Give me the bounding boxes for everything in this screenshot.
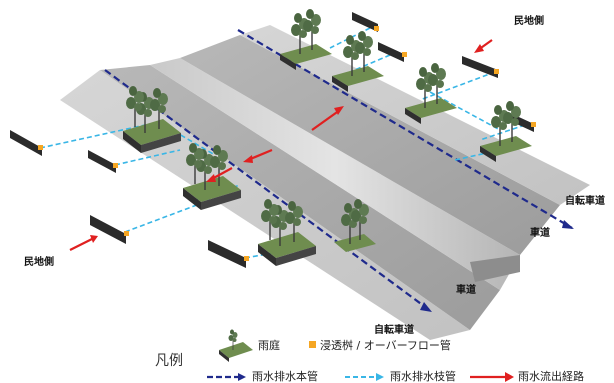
runoff-arrows xyxy=(69,39,493,251)
legend-basin-icon xyxy=(309,341,316,348)
roadway-far xyxy=(180,35,560,255)
legend-main-pipe-icon xyxy=(207,373,246,381)
infiltration-basins xyxy=(38,26,536,261)
legend-title: 凡例 xyxy=(155,353,183,369)
legend-branch-pipe-icon xyxy=(345,373,384,381)
label-roadway-far: 車道 xyxy=(530,228,550,239)
main-pipe-far xyxy=(237,29,573,229)
label-bike-lane-near: 自転車道 xyxy=(374,325,414,336)
legend-main-pipe-label: 雨水排水本管 xyxy=(252,370,318,383)
median xyxy=(150,58,520,290)
label-resident-side-right: 民地側 xyxy=(514,16,544,27)
label-resident-side-left: 民地側 xyxy=(24,257,54,268)
legend-branch-pipe-label: 雨水排水枝管 xyxy=(390,370,456,383)
roadway-near xyxy=(100,65,500,330)
legend-basin-label: 浸透桝 / オーバーフロー管 xyxy=(320,339,451,352)
label-bike-lane-far: 自転車道 xyxy=(565,196,605,207)
rain-gardens xyxy=(123,8,532,266)
label-roadway-near: 車道 xyxy=(456,285,476,296)
legend-rain-garden-icon xyxy=(219,329,253,362)
main-pipe-far-arrowhead xyxy=(562,220,574,229)
legend-flow-path-label: 雨水流出経路 xyxy=(518,370,584,383)
curb-blocks xyxy=(10,12,534,268)
legend-rain-garden-label: 雨庭 xyxy=(258,339,280,352)
main-pipe-near-arrowhead xyxy=(420,302,432,312)
median-end xyxy=(470,255,520,282)
legend-flow-path-icon xyxy=(470,372,514,382)
